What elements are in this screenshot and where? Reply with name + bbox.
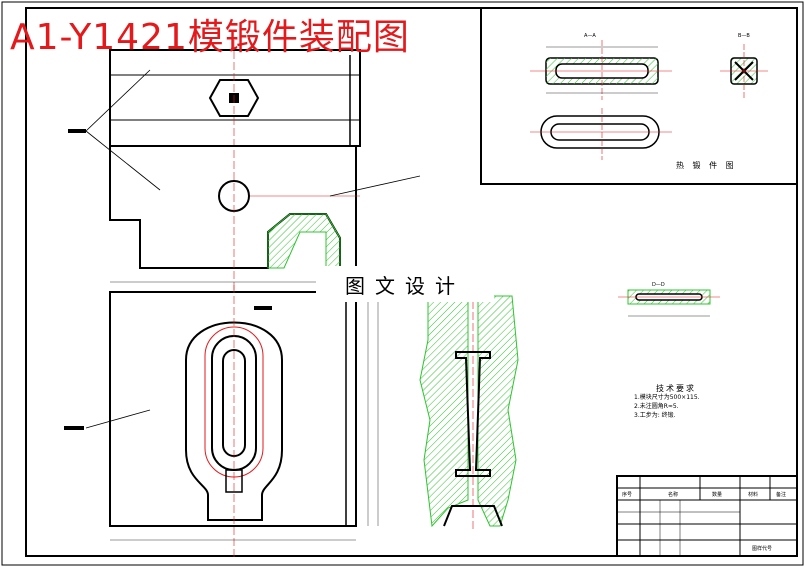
drawing-title: A1-Y1421模锻件装配图 <box>10 17 410 58</box>
forging-drawing-panel <box>480 8 797 185</box>
section-dd-view <box>618 289 720 317</box>
title-block-cell: 序号 <box>622 492 633 498</box>
section-aa-label: A—A <box>584 33 596 39</box>
inner-frame <box>25 7 798 557</box>
title-block-cell: 名称 <box>668 492 679 498</box>
tech-requirements-heading: 技术要求 <box>656 384 696 393</box>
section-bb-label: B—B <box>738 33 750 39</box>
die-section-detail <box>419 290 519 530</box>
title-block-cell: 备注 <box>776 492 787 498</box>
watermark-banner: 图文设计 <box>316 266 494 302</box>
title-block <box>616 475 798 557</box>
section-dd-label: D—D <box>652 282 665 288</box>
title-block-cell: 数量 <box>712 492 723 498</box>
lower-die-plan-view <box>109 285 379 560</box>
tech-requirement-item: 2.未注圆角R≈5. <box>634 403 679 410</box>
tech-requirement-item: 3.工步为: 终锻. <box>634 412 676 419</box>
title-block-cell: 材料 <box>748 492 759 498</box>
tech-requirement-item: 1.模块尺寸为500×115. <box>634 394 700 401</box>
forging-drawing-label: 热 锻 件 图 <box>676 161 737 170</box>
tech-requirements: 技术要求 1.模块尺寸为500×115. 2.未注圆角R≈5. 3.工步为: 终… <box>634 384 700 420</box>
part-tag-1 <box>68 129 86 133</box>
title-block-cell: 图样代号 <box>752 546 773 552</box>
leader-lines <box>85 69 421 429</box>
part-tag-2 <box>64 426 84 430</box>
part-tag-3 <box>254 306 272 310</box>
